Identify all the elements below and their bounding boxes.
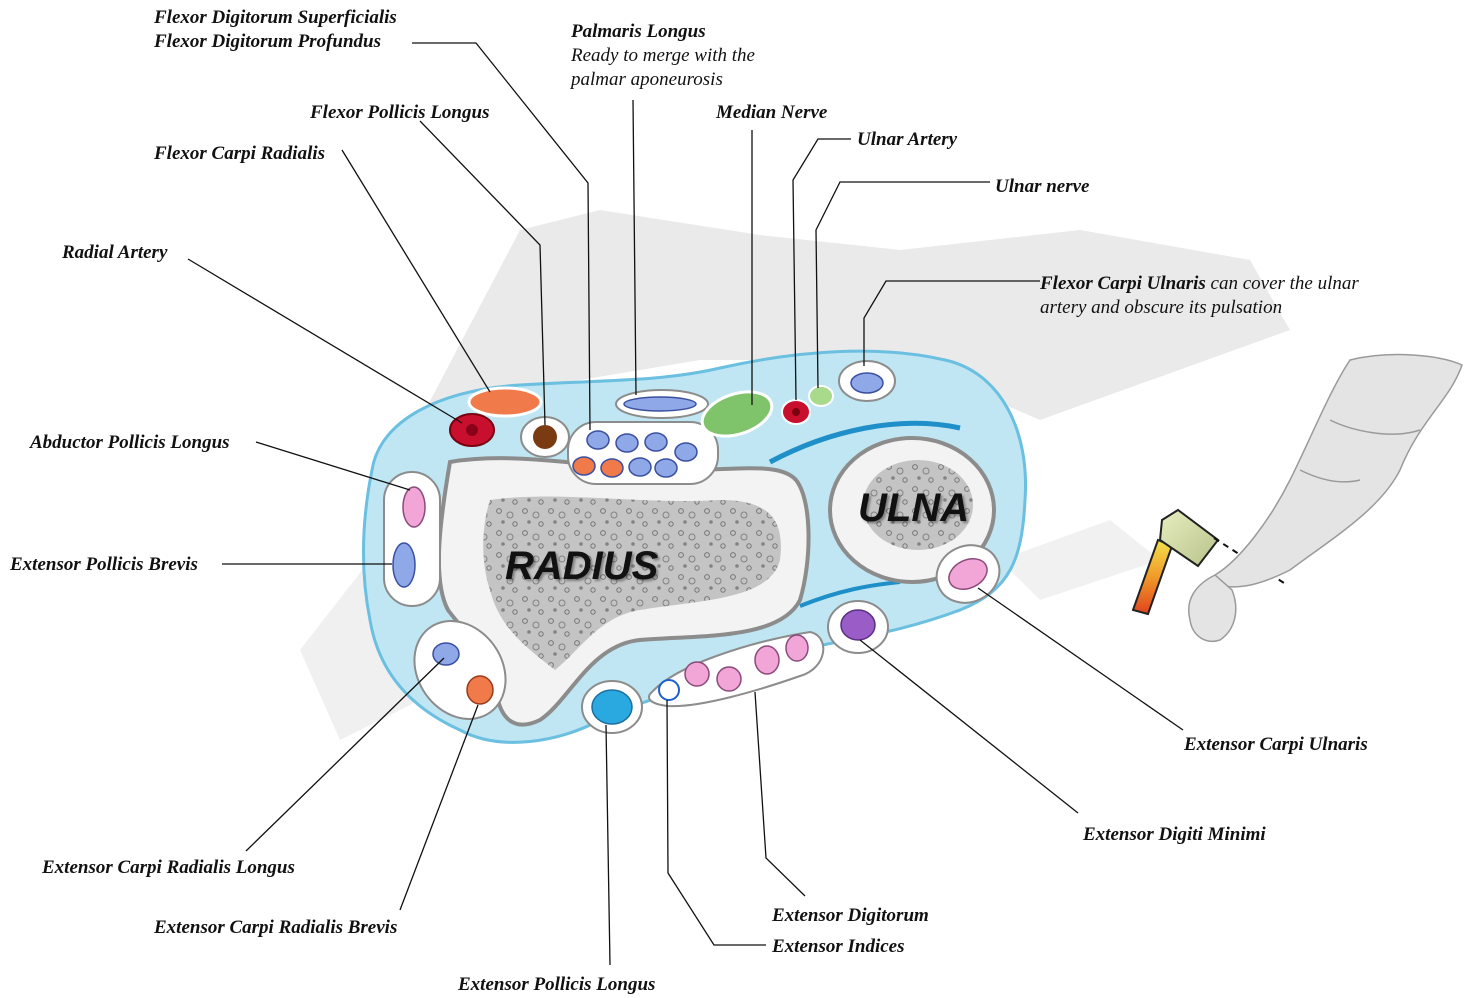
label-fcr: Flexor Carpi Radialis <box>154 142 325 166</box>
apl-tendon <box>403 487 425 527</box>
palmaris-tendon <box>624 397 696 411</box>
epb-tendon <box>393 543 415 587</box>
label-ecu: Extensor Carpi Ulnaris <box>1184 733 1368 757</box>
ecrl-tendon <box>433 643 459 665</box>
label-palmaris-note: Ready to merge with the <box>571 44 755 68</box>
label-fds: Flexor Digitorum Superficialis <box>154 6 397 30</box>
extensor-indices-tendon <box>659 680 679 700</box>
label-epl: Extensor Pollicis Longus <box>458 973 655 997</box>
label-ecrb: Extensor Carpi Radialis Brevis <box>154 916 397 940</box>
label-fdp: Flexor Digitorum Profundus <box>154 30 381 54</box>
label-median-nerve: Median Nerve <box>716 101 827 125</box>
ulna-label: ULNA <box>858 486 969 531</box>
label-ecrl: Extensor Carpi Radialis Longus <box>42 856 295 880</box>
arm-sketch-icon <box>1189 355 1462 642</box>
ulnar-artery-lumen <box>792 408 800 416</box>
epl-tendon <box>592 690 632 724</box>
label-edm: Extensor Digiti Minimi <box>1083 823 1266 847</box>
label-fcu: Flexor Carpi Ulnaris can cover the ulnar <box>1040 272 1359 296</box>
fcu-tendon <box>851 373 883 393</box>
label-fcu-note-2: artery and obscure its pulsation <box>1040 296 1282 320</box>
label-ed: Extensor Digitorum <box>772 904 929 928</box>
ecrb-tendon <box>467 676 493 704</box>
label-ei: Extensor Indices <box>772 935 905 959</box>
label-palmaris: Palmaris Longus <box>571 20 706 44</box>
fpl-tendon <box>533 425 557 449</box>
label-epb: Extensor Pollicis Brevis <box>10 553 198 577</box>
radius-label: RADIUS <box>505 544 658 589</box>
fcr-tendon <box>469 388 541 416</box>
ulnar-nerve <box>809 386 833 406</box>
edm-tendon <box>841 610 875 640</box>
label-ulnar-nerve: Ulnar nerve <box>995 175 1089 199</box>
label-fpl: Flexor Pollicis Longus <box>310 101 489 125</box>
radial-artery-lumen <box>466 424 478 436</box>
label-apl: Abductor Pollicis Longus <box>30 431 230 455</box>
label-radial-artery: Radial Artery <box>62 241 167 265</box>
label-palmaris-note-2: palmar aponeurosis <box>571 68 723 92</box>
label-fcu-name: Flexor Carpi Ulnaris <box>1040 273 1206 294</box>
label-ulnar-artery: Ulnar Artery <box>857 128 957 152</box>
label-fcu-note: can cover the ulnar <box>1206 273 1359 294</box>
